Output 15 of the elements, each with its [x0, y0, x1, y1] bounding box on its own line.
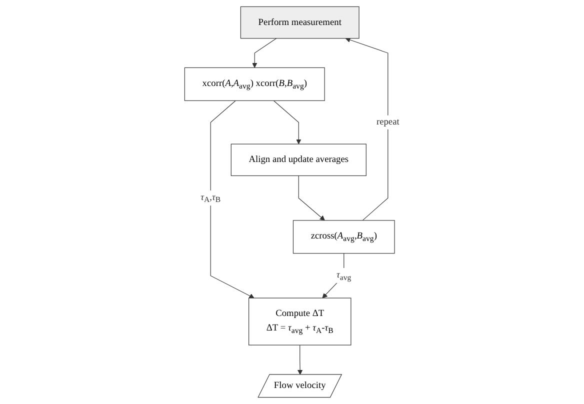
- edge-label: τ$_{avg}$: [336, 270, 352, 282]
- arrow: [210, 100, 254, 298]
- arrow: [322, 253, 344, 298]
- arrow: [345, 37, 388, 221]
- node-box: Compute ΔT ΔT = τ$_{avg}$ + τ$_{A}$-τ$_{B}$: [248, 298, 352, 346]
- node-box: zcross(A$_{avg}$,B$_{avg}$): [292, 220, 395, 254]
- node-box: Perform measurement: [240, 6, 360, 39]
- arrow: [297, 344, 303, 375]
- arrow: [273, 100, 302, 144]
- edge-label: repeat: [376, 117, 400, 128]
- node-box: xcorr(A,A$_{avg}$) xcorr(B,B$_{avg}$): [184, 67, 325, 101]
- arrow: [298, 175, 325, 221]
- node-box: Align and update averages: [230, 144, 366, 176]
- edge-label: τ$_{A}$,τ$_{B}$: [200, 192, 221, 204]
- arrow: [252, 38, 277, 68]
